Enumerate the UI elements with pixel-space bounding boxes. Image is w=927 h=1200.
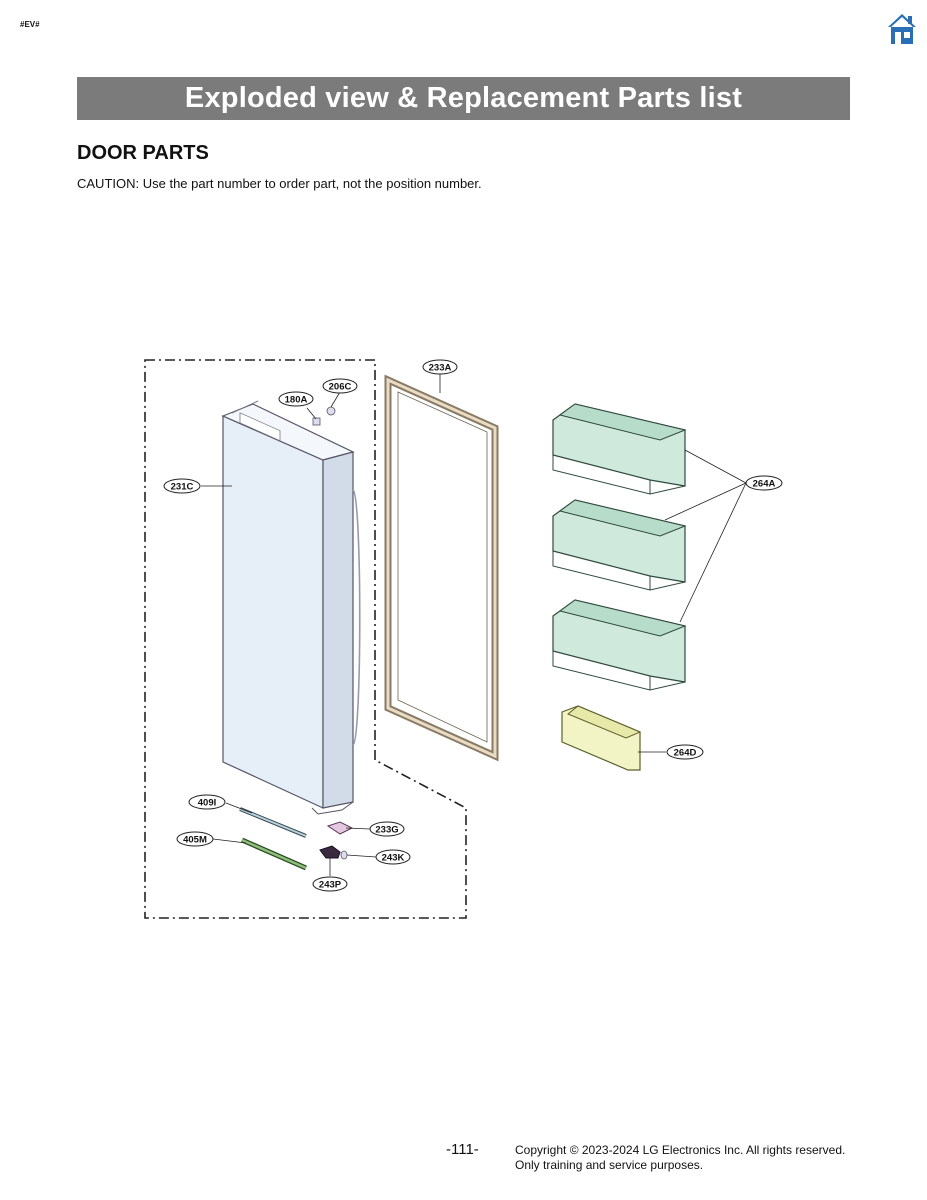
door-panel <box>221 400 361 815</box>
hinge-cam-part <box>319 845 341 859</box>
hinge-cap-part <box>312 417 321 426</box>
label-180A-text: 180A <box>285 395 308 406</box>
label-233A-text: 233A <box>429 363 452 374</box>
page-number: -111- <box>446 1141 479 1158</box>
label-405M: 405M <box>176 831 214 847</box>
label-180A: 180A <box>278 391 314 407</box>
label-405M-text: 405M <box>183 835 207 846</box>
door-bin-3 <box>552 599 687 691</box>
page-banner: Exploded view & Replacement Parts list <box>77 77 850 120</box>
label-231C: 231C <box>163 478 201 494</box>
label-233A: 233A <box>422 359 458 375</box>
door-gasket <box>384 374 499 762</box>
label-409I-text: 409I <box>198 798 217 809</box>
screw-part <box>326 406 336 416</box>
led-strip-part <box>240 837 308 871</box>
assembly-boundary <box>144 359 467 919</box>
caution-note: CAUTION: Use the part number to order pa… <box>77 176 482 191</box>
label-243K-text: 243K <box>382 853 405 864</box>
copyright-line-2: Only training and service purposes. <box>515 1158 704 1172</box>
copyright-line-1: Copyright © 2023-2024 LG Electronics Inc… <box>515 1143 846 1157</box>
label-243P-text: 243P <box>319 880 342 891</box>
light-guide-part <box>239 807 307 838</box>
door-bin-2 <box>552 499 687 591</box>
doc-tag: #EV# <box>20 20 40 29</box>
label-264D: 264D <box>666 744 704 760</box>
door-bin-1 <box>552 403 687 495</box>
copyright-notice: Copyright © 2023-2024 LG Electronics Inc… <box>515 1143 845 1173</box>
label-264D-text: 264D <box>674 748 697 759</box>
label-231C-text: 231C <box>171 482 194 493</box>
section-title: DOOR PARTS <box>77 142 209 164</box>
label-243K: 243K <box>375 849 411 865</box>
home-icon[interactable] <box>887 13 917 45</box>
leader-lines <box>201 374 747 876</box>
label-206C: 206C <box>322 378 358 394</box>
hinge-pin-part <box>340 850 348 860</box>
small-door-bin <box>561 705 642 771</box>
label-243P: 243P <box>312 876 348 892</box>
label-409I: 409I <box>188 794 226 810</box>
label-264A: 264A <box>745 475 783 491</box>
label-233G-text: 233G <box>375 825 398 836</box>
label-233G: 233G <box>369 821 405 837</box>
label-206C-text: 206C <box>329 382 352 393</box>
label-264A-text: 264A <box>753 479 776 490</box>
